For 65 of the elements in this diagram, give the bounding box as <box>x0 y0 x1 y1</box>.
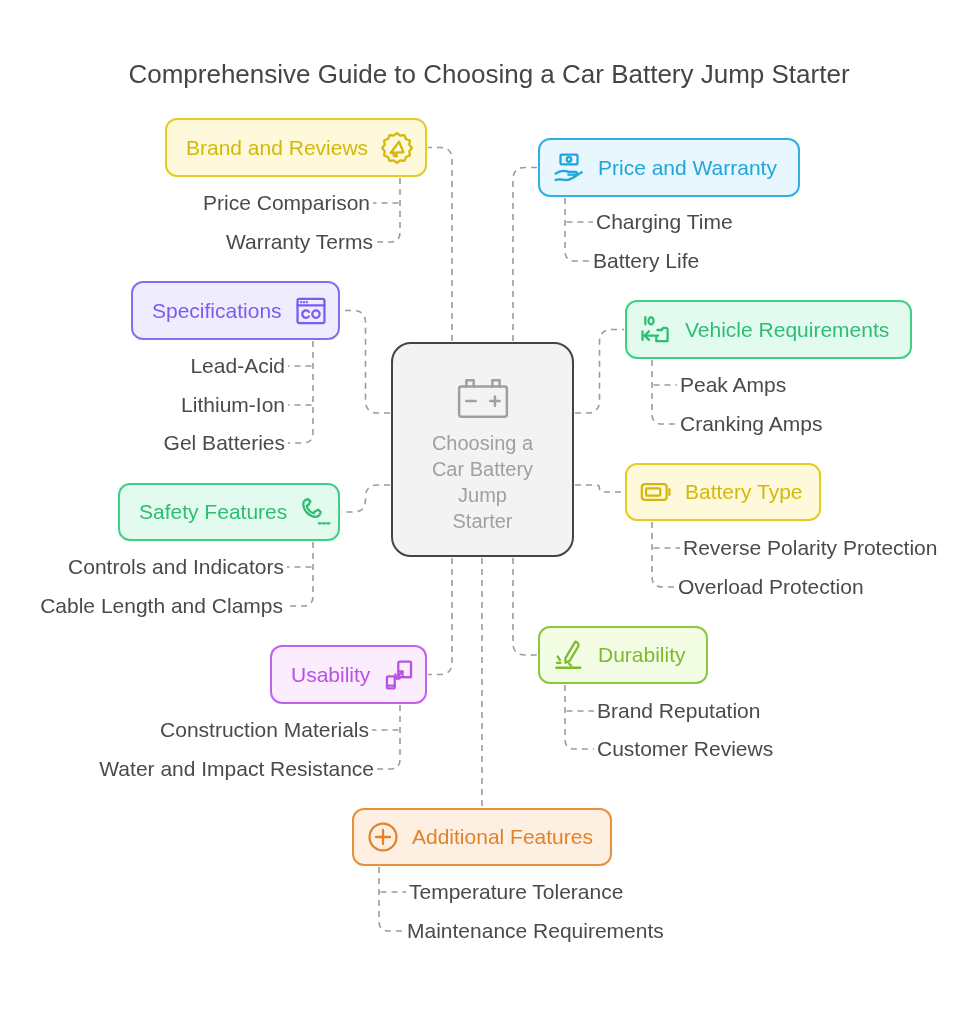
connector-line <box>378 866 405 932</box>
subtopic-label: Warranty Terms <box>223 229 375 255</box>
connector-line <box>652 547 681 549</box>
subtopic-label: Price Comparison <box>201 190 372 216</box>
subtopic-label: Water and Impact Resistance <box>97 756 376 782</box>
subtopic-label: Brand Reputation <box>595 698 763 724</box>
connector-line <box>565 221 594 223</box>
connector-line <box>286 566 313 568</box>
category-box <box>538 138 800 197</box>
connector-line <box>427 146 453 342</box>
subtopic-label: Construction Materials <box>158 717 371 743</box>
subtopic-label: Battery Life <box>591 248 702 274</box>
connector-line <box>379 891 407 893</box>
subtopic-label: Maintenance Requirements <box>405 918 666 944</box>
connector-line <box>512 166 538 342</box>
connector-line <box>287 365 313 367</box>
connector-line <box>651 521 676 588</box>
category-box <box>625 463 821 521</box>
connector-line <box>427 557 453 676</box>
category-box <box>625 300 912 359</box>
category-label: Usability <box>291 661 371 688</box>
category-label: Specifications <box>152 297 282 324</box>
connector-line <box>481 557 483 808</box>
subtopic-label: Overload Protection <box>676 574 866 600</box>
category-label: Durability <box>598 642 686 668</box>
connector-line <box>376 704 401 770</box>
subtopic-label: Reverse Polarity Protection <box>681 535 940 561</box>
diagram-title: Comprehensive Guide to Choosing a Car Battery Jump Starter <box>128 58 850 91</box>
connector-line <box>564 197 591 262</box>
connector-line <box>574 328 625 414</box>
category-label: Price and Warranty <box>598 154 777 181</box>
subtopic-label: Cable Length and Clamps <box>38 593 285 619</box>
connector-line <box>564 684 595 750</box>
subtopic-label: Lead-Acid <box>188 353 287 379</box>
connector-line <box>372 202 400 204</box>
subtopic-label: Gel Batteries <box>161 430 287 456</box>
connector-line <box>371 729 400 731</box>
category-box <box>131 281 340 340</box>
connector-line <box>565 710 595 712</box>
connector-line <box>375 177 401 243</box>
category-label: Brand and Reviews <box>186 134 369 161</box>
category-box <box>352 808 612 866</box>
category-box <box>538 626 708 684</box>
subtopic-label: Cranking Amps <box>678 411 825 437</box>
category-label: Vehicle Requirements <box>685 316 890 343</box>
central-topic-label: Choosing a Car Battery Jump Starter <box>430 431 535 534</box>
connector-line <box>651 359 678 425</box>
subtopic-label: Peak Amps <box>678 372 789 398</box>
connector-line <box>340 484 391 513</box>
connector-line <box>652 384 678 386</box>
subtopic-label: Lithium-Ion <box>179 392 287 418</box>
category-box <box>118 483 340 541</box>
category-label: Battery Type <box>685 479 803 505</box>
subtopic-label: Customer Reviews <box>595 736 776 762</box>
connector-line <box>287 404 313 406</box>
category-label: Additional Features <box>412 824 593 850</box>
category-box <box>165 118 427 177</box>
subtopic-label: Temperature Tolerance <box>407 879 626 905</box>
category-box <box>270 645 427 704</box>
central-topic-box <box>391 342 574 557</box>
subtopic-label: Charging Time <box>594 209 735 235</box>
subtopic-label: Controls and Indicators <box>66 554 286 580</box>
connector-line <box>512 557 538 656</box>
connector-line <box>287 340 314 444</box>
category-label: Safety Features <box>139 499 288 525</box>
